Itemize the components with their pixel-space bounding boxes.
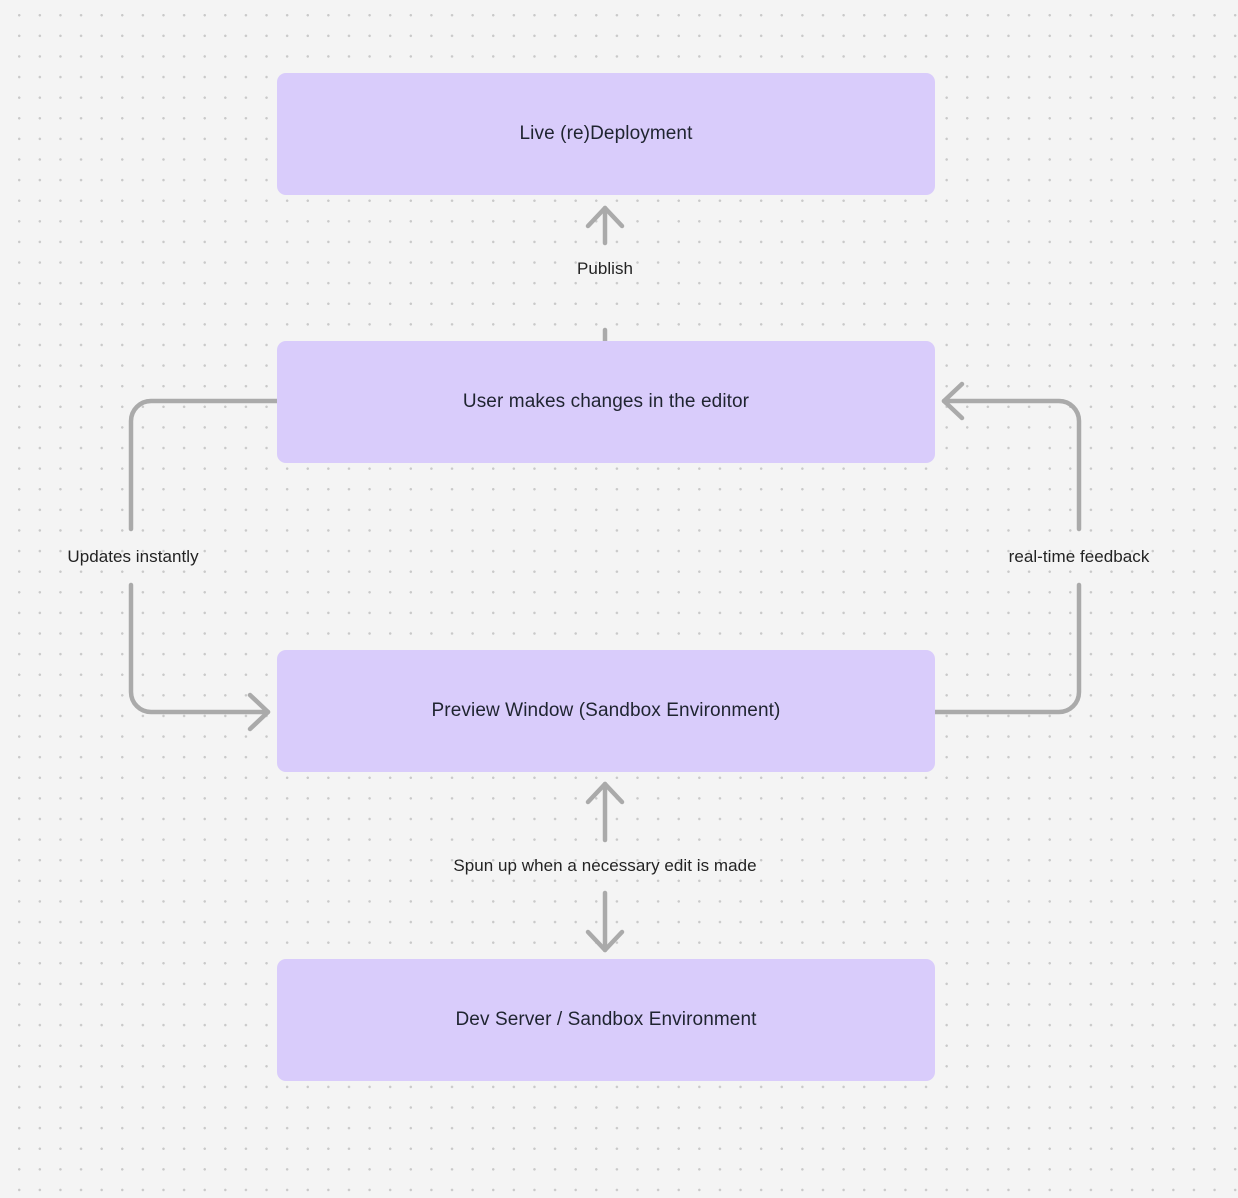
node-user-changes[interactable]: User makes changes in the editor — [277, 341, 935, 463]
node-label: Preview Window (Sandbox Environment) — [431, 700, 781, 722]
node-label: Live (re)Deployment — [519, 123, 693, 145]
node-label: Dev Server / Sandbox Environment — [455, 1009, 757, 1031]
node-live-deployment[interactable]: Live (re)Deployment — [277, 73, 935, 195]
edge-label-real-time-feedback: real-time feedback — [1008, 547, 1150, 566]
edge-label-spun-up: Spun up when a necessary edit is made — [453, 856, 757, 875]
node-label: User makes changes in the editor — [462, 391, 750, 413]
edge-label-updates-instantly: Updates instantly — [67, 547, 199, 566]
node-dev-server[interactable]: Dev Server / Sandbox Environment — [277, 959, 935, 1081]
edge-label-publish: Publish — [576, 259, 634, 278]
node-preview-window[interactable]: Preview Window (Sandbox Environment) — [277, 650, 935, 772]
